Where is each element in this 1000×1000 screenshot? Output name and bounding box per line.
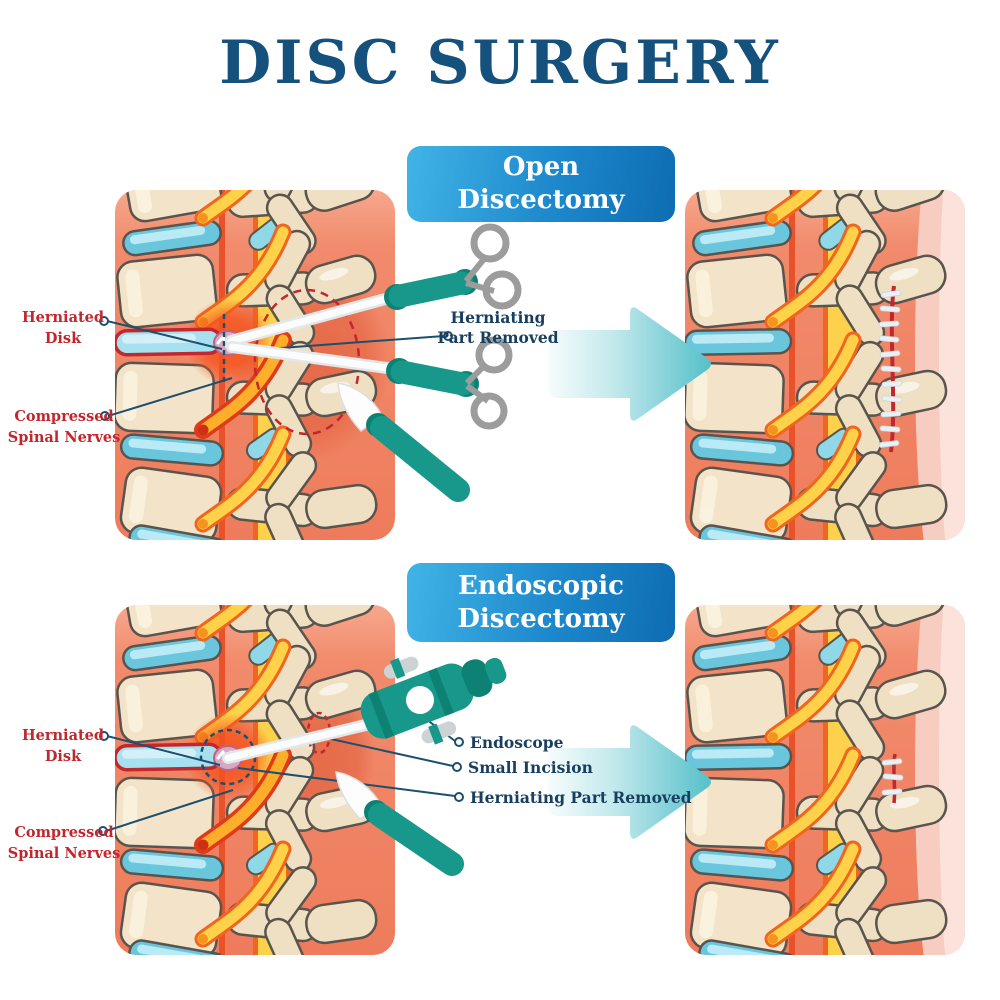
label-compressed-spinal-nerves-open: Compressed Spinal Nerves <box>7 408 121 446</box>
label-herniating-part-removed-open: Herniating Part Removed <box>437 308 559 347</box>
label-compressed-spinal-nerves-endo: Compressed Spinal Nerves <box>7 824 121 862</box>
label-herniated-disk-endo: Herniated Disk <box>21 727 105 765</box>
panel-endo-after <box>685 605 965 955</box>
leader-lines <box>98 316 464 836</box>
panel-open-after <box>685 190 965 540</box>
page-title: DISC SURGERY <box>219 28 781 98</box>
banner-endoscopic-text: Endoscopic Discectomy <box>457 570 625 634</box>
label-endoscope: Endoscope <box>470 733 564 752</box>
endoscope-icon <box>222 656 507 764</box>
forceps-icon <box>226 336 513 430</box>
banner-open-text: Open Discectomy <box>457 152 625 215</box>
scalpel-icon <box>337 382 470 502</box>
banner-open-discectomy: Open Discectomy <box>407 146 675 222</box>
forceps-icon <box>225 223 522 347</box>
label-small-incision: Small Incision <box>468 758 593 777</box>
label-herniating-part-removed-endo: Herniating Part Removed <box>470 788 692 807</box>
suture-icon <box>879 286 902 452</box>
banner-endoscopic-discectomy: Endoscopic Discectomy <box>407 563 675 642</box>
panel-endo-before <box>115 605 395 955</box>
scalpel-icon <box>335 771 464 876</box>
label-herniated-disk-open: Herniated Disk <box>21 309 105 347</box>
